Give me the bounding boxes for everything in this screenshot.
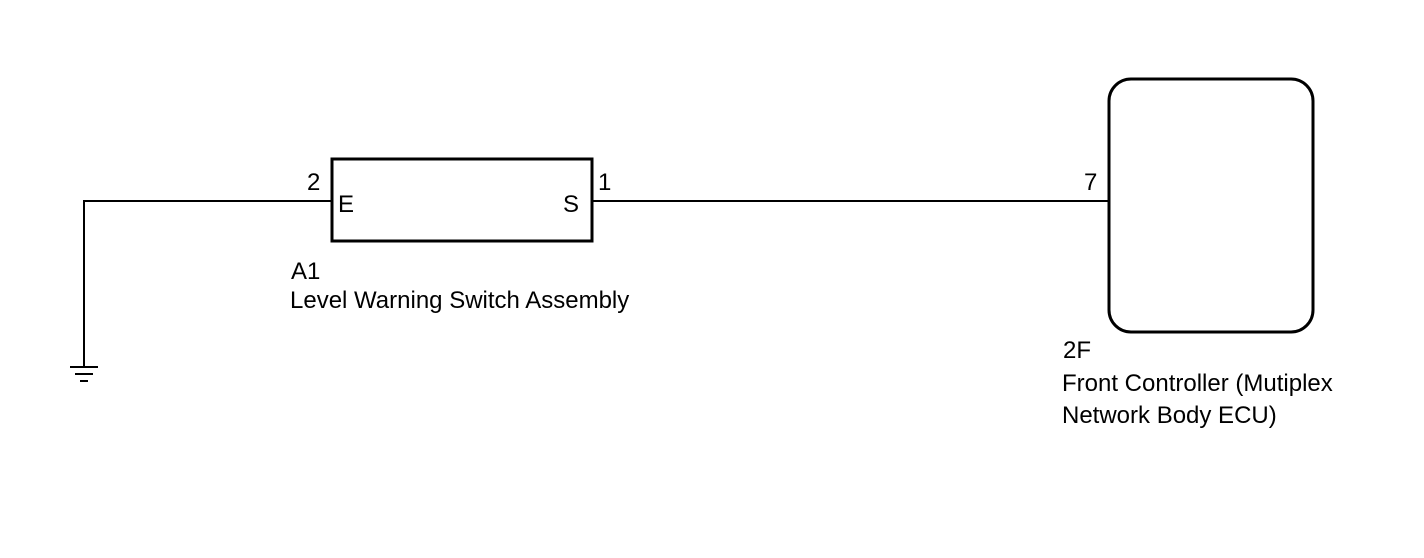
switch-pin-right-label: S	[563, 191, 580, 218]
switch-pin-left-label: E	[338, 191, 355, 218]
ground-wire	[83, 200, 332, 366]
ecu-component-name-line1: Front Controller (Mutiplex	[1062, 370, 1333, 397]
switch-pin-right-number: 1	[598, 169, 612, 196]
switch-connector-code: A1	[291, 258, 321, 285]
ground-symbol-icon	[70, 366, 98, 382]
switch-pin-left-number: 2	[307, 169, 321, 196]
level-warning-switch-box	[330, 157, 594, 243]
ecu-connector-code: 2F	[1063, 337, 1092, 364]
switch-component-name: Level Warning Switch Assembly	[290, 287, 630, 314]
ecu-pin-number: 7	[1084, 169, 1098, 196]
front-controller-ecu-box	[1107, 77, 1315, 334]
ecu-component-name-line2: Network Body ECU)	[1062, 402, 1277, 429]
